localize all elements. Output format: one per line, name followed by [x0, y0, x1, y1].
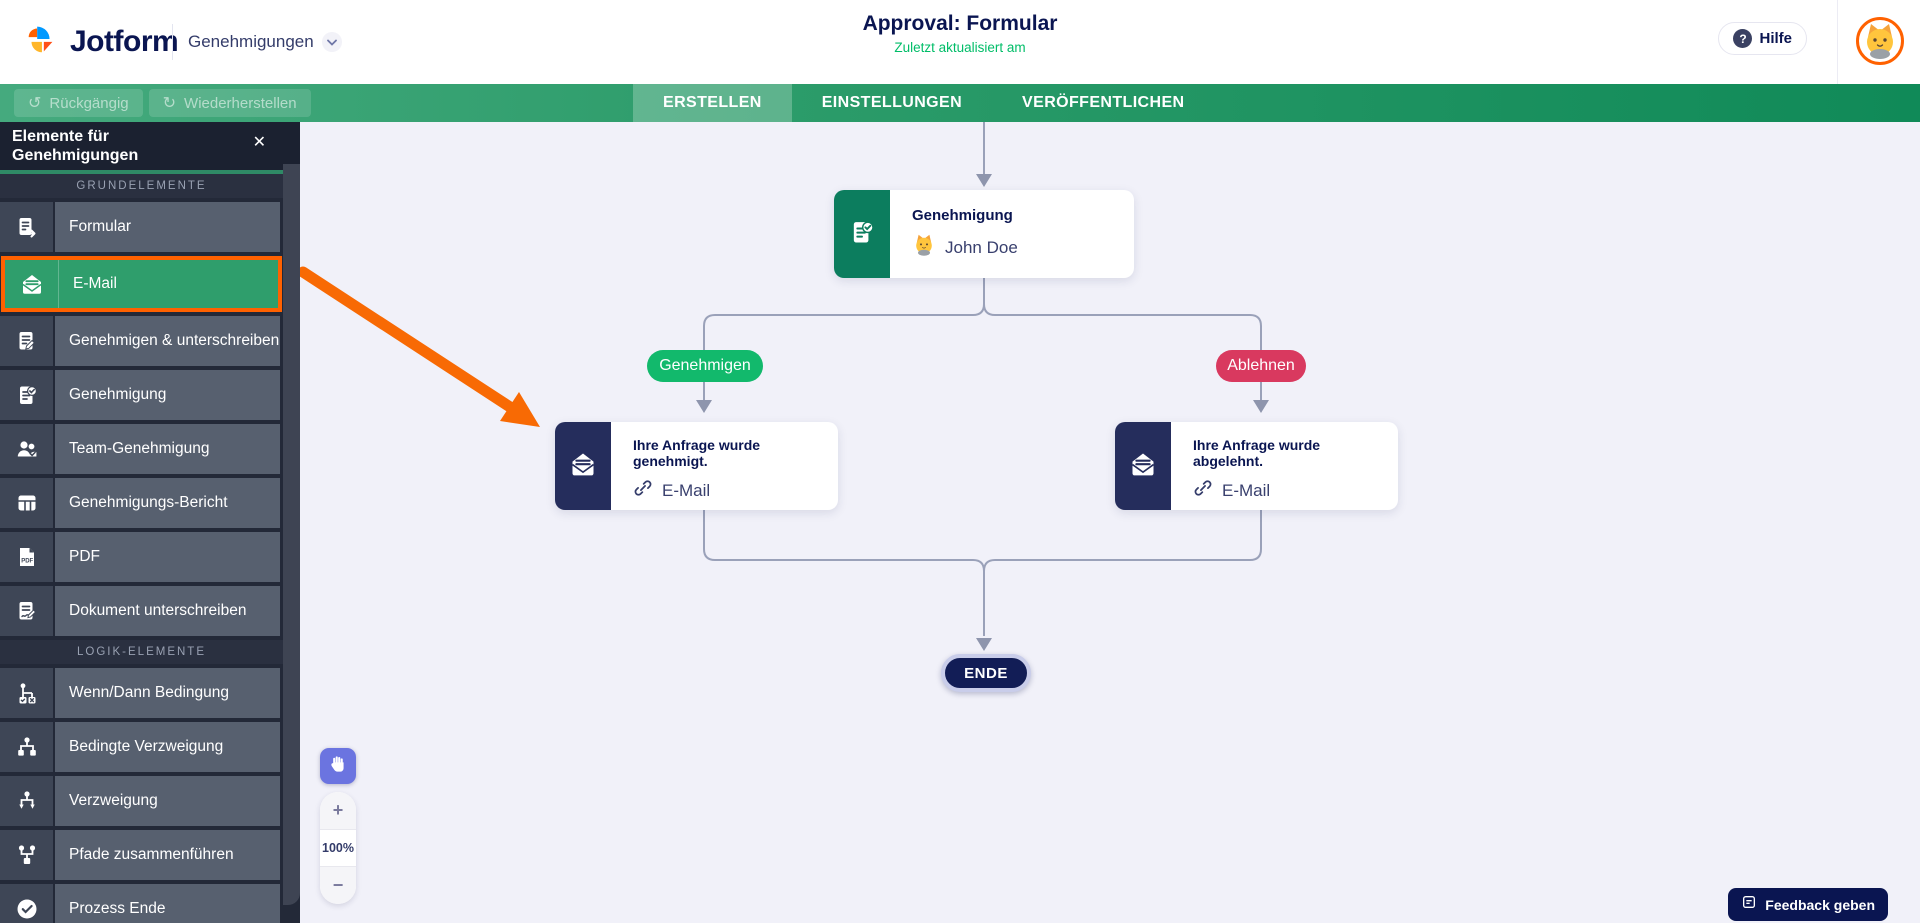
deny-branch-pill[interactable]: Ablehnen: [1216, 350, 1306, 382]
tab-erstellen[interactable]: ERSTELLEN: [633, 84, 792, 122]
branch-icon: [0, 776, 53, 827]
link-icon: [633, 478, 653, 503]
user-avatar[interactable]: [1856, 17, 1904, 65]
end-node[interactable]: ENDE: [941, 654, 1031, 692]
approval-node-icon-block: [834, 190, 890, 278]
feedback-form-icon: [1741, 894, 1757, 915]
denied-email-icon-block: [1115, 422, 1171, 510]
sidebar-item-team-genehmigung[interactable]: Team-Genehmigung: [0, 424, 280, 475]
approve-branch-pill[interactable]: Genehmigen: [647, 350, 763, 382]
sidebar-item-prozess-ende[interactable]: Prozess Ende: [0, 884, 280, 923]
approval-node-assignee: John Doe: [945, 237, 1018, 257]
sidebar-item-wenn-dann-bedingung[interactable]: Wenn/Dann Bedingung: [0, 668, 280, 719]
workspace-label: Genehmigungen: [188, 32, 314, 51]
assignee-avatar: [912, 233, 936, 262]
section-logik-elemente: LOGIK-ELEMENTE: [0, 640, 283, 665]
pdf-icon: PDF: [0, 532, 53, 583]
close-icon[interactable]: ✕: [252, 134, 266, 151]
approval-node-title: Genehmigung: [912, 207, 1013, 224]
email-icon: [5, 260, 58, 309]
team-approval-icon: [0, 424, 53, 475]
sidebar-item-genehmigungs-bericht[interactable]: Genehmigungs-Bericht: [0, 478, 280, 529]
elements-panel: Elemente für Genehmigungen ✕ GRUNDELEMEN…: [0, 122, 300, 923]
chevron-down-icon: [321, 32, 342, 52]
link-icon: [1193, 478, 1213, 503]
panel-scroll-gutter[interactable]: [283, 164, 300, 905]
redo-label: Wiederherstellen: [184, 94, 297, 112]
pan-tool-button[interactable]: [320, 748, 356, 784]
sidebar-item-genehmigen-unterschreiben[interactable]: Genehmigen & unterschreiben: [0, 316, 280, 367]
redo-icon: ↻: [162, 95, 177, 112]
cat-avatar-icon: [1867, 24, 1893, 59]
app-header: Jotform Genehmigungen Approval: Formular…: [0, 0, 1920, 84]
builder-toolbar: ↺ Rückgängig ↻ Wiederherstellen ERSTELLE…: [0, 84, 1920, 122]
redo-button[interactable]: ↻ Wiederherstellen: [148, 89, 311, 117]
process-end-icon: [0, 884, 53, 923]
zoom-controls: + 100% −: [320, 792, 356, 904]
undo-button[interactable]: ↺ Rückgängig: [14, 89, 143, 117]
sidebar-item-verzweigung[interactable]: Verzweigung: [0, 776, 280, 827]
report-icon: [0, 478, 53, 529]
sign-document-icon: [0, 586, 53, 637]
panel-accent-strip: [0, 170, 300, 175]
approved-email-icon-block: [555, 422, 611, 510]
approved-email-node[interactable]: Ihre Anfrage wurde genehmigt. E-Mail: [555, 422, 838, 510]
sidebar-item-bedingte-verzweigung[interactable]: Bedingte Verzweigung: [0, 722, 280, 773]
question-icon: ?: [1733, 29, 1753, 48]
page-title: Approval: Formular: [862, 12, 1058, 35]
zoom-level: 100%: [322, 841, 354, 855]
merge-paths-icon: [0, 830, 53, 881]
builder-tabs: ERSTELLEN EINSTELLUNGEN VERÖFFENTLICHEN: [633, 84, 1215, 122]
sidebar-item-formular[interactable]: Formular: [0, 202, 280, 253]
sidebar-item-pfade-zusammenfuehren[interactable]: Pfade zusammenführen: [0, 830, 280, 881]
zoom-out-button[interactable]: −: [320, 866, 356, 904]
denied-email-title: Ihre Anfrage wurde abgelehnt.: [1193, 437, 1321, 469]
denied-email-node[interactable]: Ihre Anfrage wurde abgelehnt. E-Mail: [1115, 422, 1398, 510]
sidebar-item-pdf[interactable]: PDF PDF: [0, 532, 280, 583]
jotform-wordmark: Jotform: [70, 24, 179, 58]
undo-icon: ↺: [28, 95, 42, 112]
form-icon: [0, 202, 53, 253]
help-button[interactable]: ? Hilfe: [1718, 22, 1807, 55]
approval-node[interactable]: Genehmigung John Doe: [834, 190, 1134, 278]
undo-label: Rückgängig: [49, 94, 129, 112]
header-divider: [1837, 0, 1838, 84]
approval-clipboard-icon: [0, 370, 53, 421]
if-then-icon: [0, 668, 53, 719]
tab-einstellungen[interactable]: EINSTELLUNGEN: [821, 94, 963, 111]
help-label: Hilfe: [1759, 30, 1792, 47]
jotform-logo-icon: [22, 20, 60, 63]
approved-email-subtitle: E-Mail: [662, 480, 711, 500]
zoom-in-button[interactable]: +: [320, 792, 356, 830]
feedback-button[interactable]: Feedback geben: [1728, 888, 1888, 921]
sidebar-item-email[interactable]: E-Mail: [1, 256, 282, 313]
elements-panel-title: Elemente für Genehmigungen: [12, 128, 139, 165]
approved-email-title: Ihre Anfrage wurde genehmigt.: [633, 437, 761, 469]
approval-clipboard-icon: [848, 218, 876, 251]
conditional-branch-icon: [0, 722, 53, 773]
feedback-label: Feedback geben: [1765, 896, 1875, 913]
elements-panel-header: Elemente für Genehmigungen ✕: [0, 122, 300, 171]
workspace-dropdown[interactable]: Genehmigungen: [188, 0, 342, 84]
header-separator: [172, 24, 173, 60]
jotform-logo[interactable]: Jotform: [22, 20, 179, 63]
denied-email-subtitle: E-Mail: [1222, 480, 1271, 500]
svg-text:PDF: PDF: [21, 559, 33, 565]
last-updated-text: Zuletzt aktualisiert am: [894, 40, 1026, 55]
hand-icon: [328, 754, 348, 779]
tab-veroeffentlichen[interactable]: VERÖFFENTLICHEN: [1022, 94, 1185, 111]
approve-sign-icon: [0, 316, 53, 367]
section-grundelemente: GRUNDELEMENTE: [0, 174, 283, 199]
email-icon: [569, 450, 597, 483]
sidebar-item-genehmigung[interactable]: Genehmigung: [0, 370, 280, 421]
email-icon: [1129, 450, 1157, 483]
sidebar-item-dokument-unterschreiben[interactable]: Dokument unterschreiben: [0, 586, 280, 637]
